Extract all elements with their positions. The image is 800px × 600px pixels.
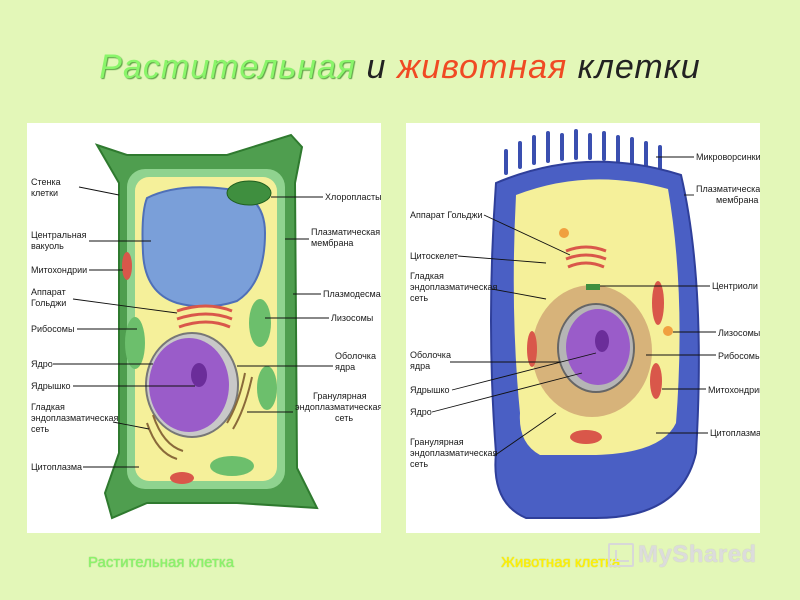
chloroplast [125, 317, 145, 369]
animal-label: Ядрышко [410, 385, 450, 395]
animal-label: Рибосомы [718, 351, 760, 361]
animal-label: Цитоскелет [410, 251, 458, 261]
animal-label: Ядро [410, 407, 432, 417]
plant-label: Аппарат [31, 287, 66, 297]
plant-label: Хлоропласты [325, 192, 381, 202]
plant-label: вакуоль [31, 241, 64, 251]
animal-label: Микроворсинки [696, 152, 760, 162]
plant-label: эндоплазматическая [31, 413, 118, 423]
plant-nucleus [149, 338, 229, 432]
animal-label: Лизосомы [718, 328, 760, 338]
animal-label: Гладкая [410, 271, 444, 281]
watermark: MyShared [608, 540, 757, 570]
plant-label: Оболочка [335, 351, 376, 361]
lysosome [559, 228, 569, 238]
animal-label: эндоплазматическая [410, 282, 497, 292]
lysosome [663, 326, 673, 336]
plant-label: Ядрышко [31, 381, 71, 391]
watermark-text: MyShared [638, 541, 757, 568]
animal-label: сеть [410, 459, 428, 469]
title-plant-word: Растительная [99, 48, 357, 86]
chloroplast [257, 366, 277, 410]
plant-label: сеть [31, 424, 49, 434]
plant-label: Ядро [31, 359, 53, 369]
chloroplast [249, 299, 271, 347]
plant-label: Гранулярная [313, 391, 367, 401]
plant-label: Плазматическая [311, 227, 380, 237]
microvilli [504, 129, 662, 175]
chloroplast [210, 456, 254, 476]
animal-label: Митохондрии [708, 385, 760, 395]
mitochondrion [650, 363, 662, 399]
chloroplast [226, 180, 272, 206]
plant-label: Гольджи [31, 298, 66, 308]
centriole [586, 284, 600, 290]
title-conjunction: и [366, 48, 387, 86]
animal-cell-caption: Животная клетка [501, 554, 621, 571]
plant-label: Рибосомы [31, 324, 74, 334]
mitochondrion [527, 331, 537, 367]
animal-label: Оболочка [410, 350, 451, 360]
title-tail-word: клетки [577, 48, 701, 86]
animal-label: Центриоли [712, 281, 758, 291]
plant-label: Стенка [31, 177, 61, 187]
mitochondrion [122, 252, 132, 280]
plant-label: Лизосомы [331, 313, 373, 323]
watermark-logo-icon [608, 543, 634, 567]
animal-label: сеть [410, 293, 428, 303]
animal-label: мембрана [716, 195, 758, 205]
plant-cell-caption: Растительная клетка [88, 554, 235, 571]
plant-label: Плазмодесма [323, 289, 381, 299]
plant-label: эндоплазматическая [295, 402, 381, 412]
plant-label: Цитоплазма [31, 462, 82, 472]
plant-label: клетки [31, 188, 58, 198]
plant-label: Митохондрии [31, 265, 87, 275]
plant-label: сеть [335, 413, 353, 423]
plant-er [146, 372, 253, 460]
plant-label: Центральная [31, 230, 87, 240]
plant-golgi [176, 304, 233, 329]
plant-central-vacuole [141, 186, 267, 308]
animal-label: Аппарат Гольджи [410, 210, 483, 220]
mitochondrion [170, 472, 194, 484]
slide-title: Растительная и животная клетки [0, 48, 800, 87]
animal-label: Цитоплазма [710, 428, 760, 438]
mitochondrion [652, 281, 664, 325]
animal-label: ядра [410, 361, 430, 371]
plant-label: мембрана [311, 238, 353, 248]
animal-label: Плазматическая [696, 184, 760, 194]
plant-label: Гладкая [31, 402, 65, 412]
plant-label: ядра [335, 362, 355, 372]
animal-golgi [565, 245, 607, 269]
plant-nucleolus [191, 363, 207, 387]
mitochondrion [570, 430, 602, 444]
animal-label: Гранулярная [410, 437, 464, 447]
animal-label: эндоплазматическая [410, 448, 497, 458]
animal-nucleolus [595, 330, 609, 352]
title-animal-word: животная [396, 48, 568, 86]
